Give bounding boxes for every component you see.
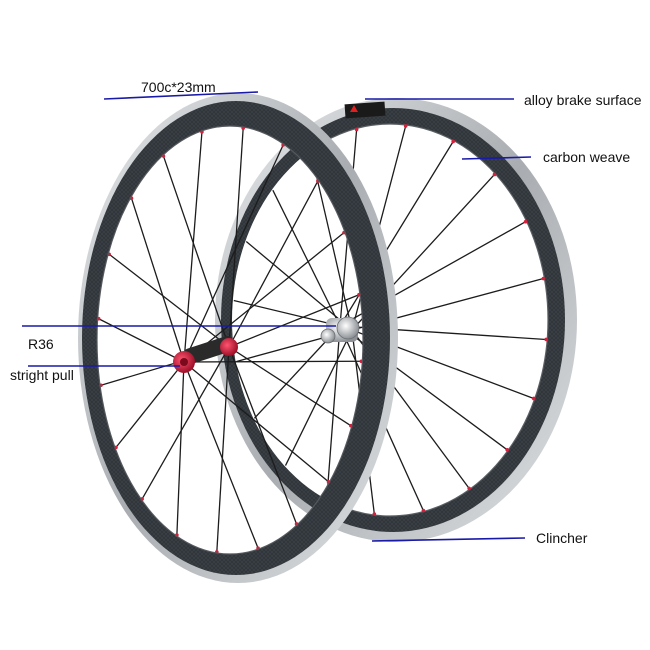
spoke — [326, 325, 341, 499]
spoke — [228, 128, 244, 348]
spoke-nipple — [403, 124, 408, 128]
spoke — [141, 346, 230, 500]
front-wheel-interior — [97, 126, 363, 554]
spoke — [228, 346, 298, 525]
spoke — [183, 360, 362, 363]
spoke-nipple — [531, 396, 536, 401]
callout-line-clincher — [371, 537, 526, 542]
callout-line-size — [103, 91, 259, 100]
rim-material-label: carbon weave — [543, 149, 631, 165]
brake-surface-label: alloy brake surface — [524, 92, 642, 108]
spoke — [183, 232, 345, 363]
spoke — [339, 325, 363, 511]
spoke — [272, 189, 341, 327]
front-hub — [173, 335, 238, 373]
spoke-nipple — [541, 276, 546, 281]
wheel-size-label: 700c*23mm — [141, 79, 216, 95]
spoke — [115, 361, 185, 448]
spoke — [228, 294, 360, 348]
spoke-nipple — [523, 219, 528, 224]
spoke-type-label: stright pull — [10, 367, 74, 383]
spoke — [183, 361, 329, 483]
spoke — [216, 346, 230, 552]
spoke — [108, 253, 230, 348]
callout-lines — [22, 91, 532, 542]
spoke — [228, 346, 352, 427]
front-spokes — [98, 128, 362, 552]
callout-line-carbon — [461, 156, 532, 160]
spoke-nipple — [467, 486, 471, 491]
spoke — [162, 155, 230, 348]
rear-decal — [344, 101, 386, 119]
tire-type-label: Clincher — [536, 530, 588, 546]
spoke-nipple — [421, 508, 426, 513]
spoke-nipple — [505, 447, 509, 452]
spoke — [176, 361, 185, 536]
spoke — [183, 131, 203, 363]
spoke-nipple — [544, 337, 549, 342]
spoke — [228, 180, 319, 348]
spoke-model-label: R36 — [28, 336, 54, 352]
spoke-nipple — [372, 512, 377, 516]
spoke-nipple — [451, 139, 455, 144]
spoke — [183, 361, 259, 549]
spoke-nipple — [354, 127, 359, 132]
spoke — [130, 198, 185, 363]
spoke-nipple — [492, 172, 497, 177]
spoke — [284, 329, 353, 466]
